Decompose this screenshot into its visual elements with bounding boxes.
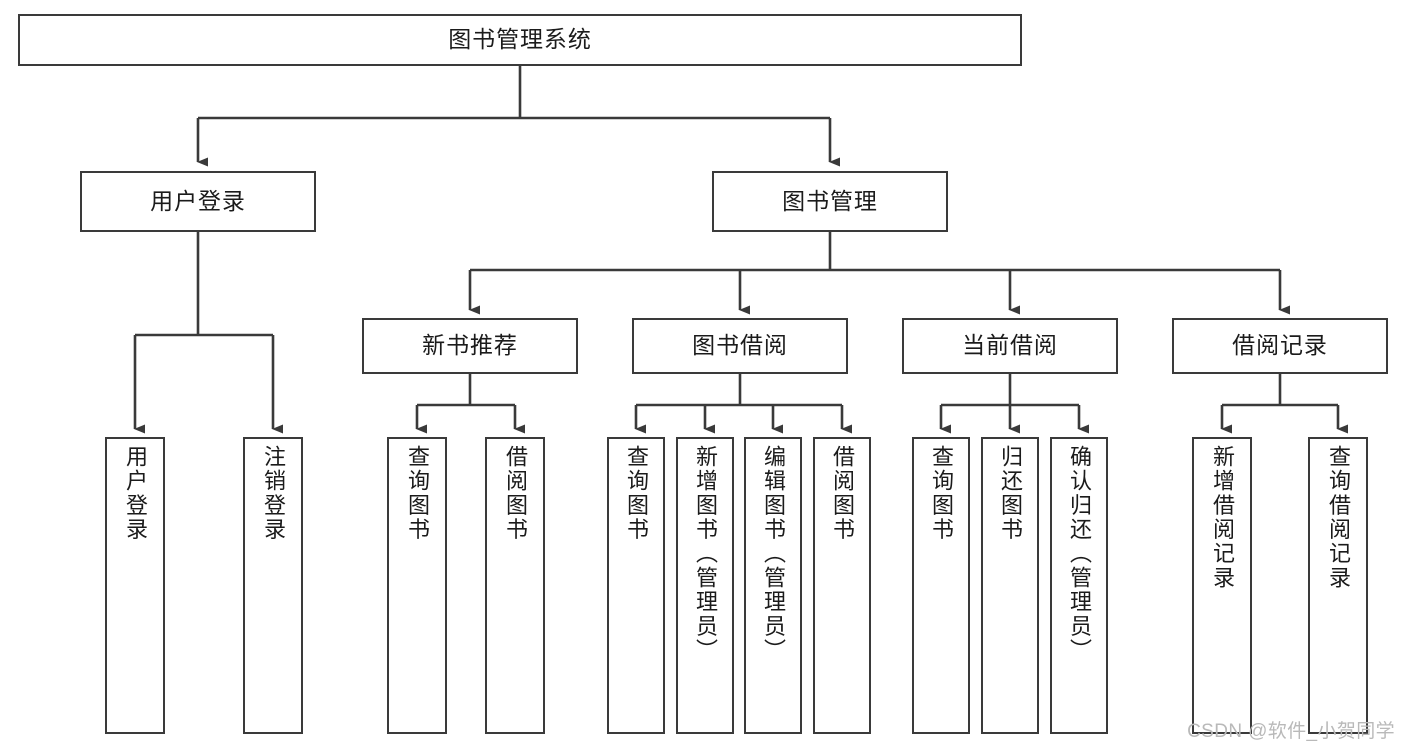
node-leaf-query-book-3[interactable]: 查询图书: [912, 437, 970, 734]
node-leaf-query-book-2[interactable]: 查询图书: [607, 437, 665, 734]
node-leaf-add-book[interactable]: 新增图书（管理员）: [676, 437, 734, 734]
node-leaf-borrow-book-1-label: 借阅图书: [502, 445, 528, 542]
node-leaf-query-record[interactable]: 查询借阅记录: [1308, 437, 1368, 734]
node-leaf-return-book[interactable]: 归还图书: [981, 437, 1039, 734]
node-leaf-borrow-book-2[interactable]: 借阅图书: [813, 437, 871, 734]
node-book-borrow[interactable]: 图书借阅: [632, 318, 848, 374]
node-user-login[interactable]: 用户登录: [80, 171, 316, 232]
node-user-login-label: 用户登录: [150, 187, 246, 214]
node-leaf-query-book-1-label: 查询图书: [404, 445, 430, 542]
node-leaf-borrow-book-1[interactable]: 借阅图书: [485, 437, 545, 734]
node-leaf-query-book-1[interactable]: 查询图书: [387, 437, 447, 734]
node-book-manage[interactable]: 图书管理: [712, 171, 948, 232]
node-leaf-return-book-label: 归还图书: [997, 445, 1023, 542]
node-leaf-edit-book[interactable]: 编辑图书（管理员）: [744, 437, 802, 734]
node-leaf-add-record-label: 新增借阅记录: [1209, 445, 1235, 591]
node-leaf-user-login[interactable]: 用户登录: [105, 437, 165, 734]
node-new-book-recommend[interactable]: 新书推荐: [362, 318, 578, 374]
node-leaf-edit-book-label: 编辑图书（管理员）: [760, 445, 786, 663]
node-leaf-add-record[interactable]: 新增借阅记录: [1192, 437, 1252, 734]
node-book-borrow-label: 图书借阅: [692, 332, 788, 359]
node-leaf-confirm-return[interactable]: 确认归还（管理员）: [1050, 437, 1108, 734]
node-leaf-add-book-label: 新增图书（管理员）: [692, 445, 718, 663]
node-borrow-record-label: 借阅记录: [1232, 332, 1328, 359]
node-leaf-query-book-2-label: 查询图书: [623, 445, 649, 542]
node-current-borrow[interactable]: 当前借阅: [902, 318, 1118, 374]
node-book-manage-label: 图书管理: [782, 187, 878, 214]
node-root-label: 图书管理系统: [448, 26, 592, 53]
node-current-borrow-label: 当前借阅: [962, 332, 1058, 359]
node-leaf-confirm-return-label: 确认归还（管理员）: [1066, 445, 1092, 663]
node-root-book-management-system[interactable]: 图书管理系统: [18, 14, 1022, 66]
node-leaf-borrow-book-2-label: 借阅图书: [829, 445, 855, 542]
node-leaf-user-login-label: 用户登录: [122, 445, 148, 542]
node-leaf-query-book-3-label: 查询图书: [928, 445, 954, 542]
node-leaf-user-logout-label: 注销登录: [260, 445, 286, 542]
node-leaf-user-logout[interactable]: 注销登录: [243, 437, 303, 734]
node-borrow-record[interactable]: 借阅记录: [1172, 318, 1388, 374]
node-leaf-query-record-label: 查询借阅记录: [1325, 445, 1351, 591]
node-new-book-recommend-label: 新书推荐: [422, 332, 518, 359]
